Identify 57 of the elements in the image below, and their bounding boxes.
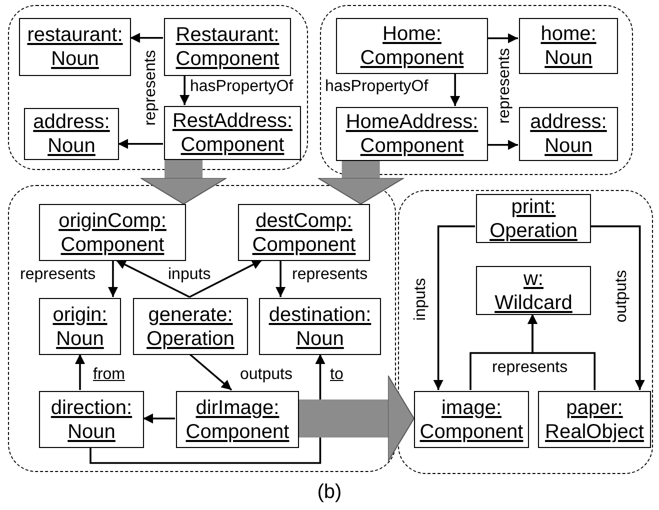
arrow: [116, 259, 190, 298]
arrow: [487, 33, 518, 44]
arrow: [189, 259, 262, 298]
arrow: [180, 75, 190, 105]
class-box: Home: Component: [336, 18, 488, 74]
arrow: [528, 314, 596, 390]
arrow: [130, 32, 163, 43]
edge-label: represents: [292, 266, 368, 284]
relation-label: represents: [142, 50, 160, 126]
edge-label: to: [330, 366, 344, 384]
edge-label: hasPropertyOf: [190, 78, 294, 96]
arrow: [90, 354, 326, 464]
class-box: HomeAddress: Component: [336, 107, 488, 161]
block-arrow: [140, 159, 228, 204]
edge-label: hasPropertyOf: [325, 78, 428, 96]
dashed-group-frame: [8, 185, 396, 472]
class-box: image: Component: [414, 391, 529, 448]
arrow: [487, 140, 518, 150]
class-box: originComp: Component: [39, 204, 186, 261]
class-box: paper: RealObject: [538, 391, 651, 448]
relation-label: inputs: [168, 266, 211, 284]
relation-label: represents: [492, 359, 568, 377]
class-box: w: Wildcard: [476, 266, 591, 315]
dashed-group-frame: [398, 190, 653, 474]
class-box: RestAddress: Component: [164, 106, 301, 160]
class-box: Restaurant: Component: [164, 18, 291, 76]
edge-label: outputs: [240, 366, 292, 384]
edge-label: represents: [20, 266, 96, 284]
class-box: print: Operation: [476, 194, 591, 243]
arrow: [188, 353, 232, 391]
class-box: address: Noun: [519, 107, 618, 161]
class-box: address: Noun: [24, 108, 119, 160]
arrow: [118, 138, 163, 149]
class-box: dirImage: Component: [176, 391, 299, 448]
edge-label: from: [93, 366, 125, 384]
arrow: [108, 260, 118, 297]
class-box: generate: Operation: [133, 298, 248, 355]
dashed-group-frame: [8, 5, 308, 170]
block-arrow: [298, 375, 414, 462]
caption: (b): [316, 480, 343, 504]
arrow: [433, 225, 475, 390]
arrow: [143, 414, 175, 424]
class-box: restaurant: Noun: [19, 18, 131, 76]
edge-label: inputs: [412, 278, 430, 321]
class-box: direction: Noun: [39, 391, 144, 448]
arrow: [75, 354, 85, 390]
arrow: [276, 260, 286, 297]
dashed-group-frame: [320, 5, 633, 175]
relation-label: represents: [496, 48, 514, 124]
arrow: [450, 73, 460, 106]
class-box: home: Noun: [519, 18, 618, 74]
class-box: origin: Noun: [39, 298, 121, 355]
block-arrow: [317, 160, 404, 204]
class-box: destination: Noun: [259, 298, 381, 355]
edge-label: outputs: [613, 270, 631, 322]
arrow: [590, 225, 645, 390]
class-box: destComp: Component: [238, 204, 370, 261]
